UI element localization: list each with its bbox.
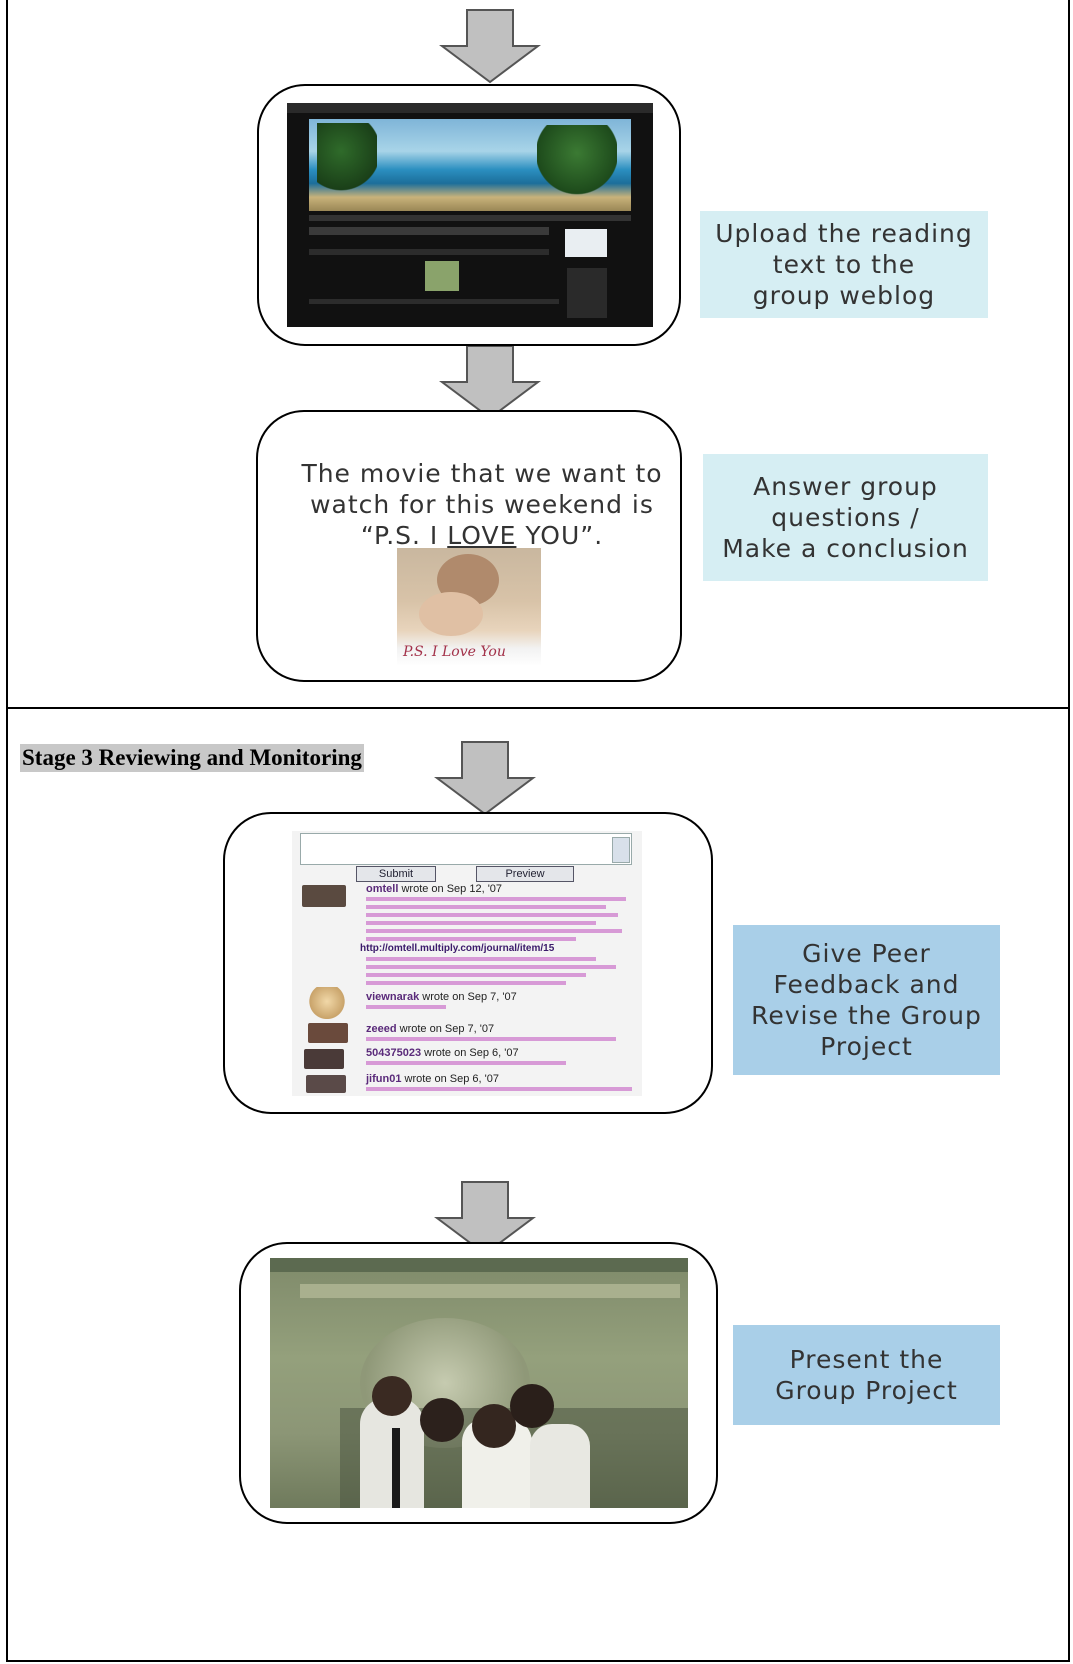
- diagram-frame: [6, 0, 1070, 1662]
- avatar: [308, 1023, 348, 1043]
- step-label-present-text: Present the Group Project: [775, 1345, 958, 1405]
- weblog-screenshot: [287, 103, 653, 327]
- down-arrow-icon: [434, 741, 536, 816]
- feedback-screenshot: Submit Preview omtell wrote on Sep 12, '…: [292, 831, 642, 1096]
- comment-header: jifun01 wrote on Sep 6, '07: [366, 1073, 499, 1085]
- movie-line-3: “P.S. I LOVE YOU”.: [360, 521, 604, 550]
- step-label-upload: Upload the reading text to the group web…: [700, 211, 988, 318]
- avatar: [304, 987, 350, 1019]
- step-label-present: Present the Group Project: [733, 1325, 1000, 1425]
- comment-header: zeeed wrote on Sep 7, '07: [366, 1023, 495, 1035]
- avatar: [306, 1075, 346, 1093]
- presentation-photo: [270, 1258, 688, 1508]
- movie-poster-image: P.S. I Love You: [397, 548, 541, 666]
- scrollbar-icon: [612, 837, 630, 863]
- comment-header: omtell wrote on Sep 12, '07: [366, 883, 503, 895]
- preview-button[interactable]: Preview: [476, 866, 574, 882]
- avatar: [302, 885, 346, 907]
- down-arrow-icon: [434, 1181, 536, 1256]
- avatar: [304, 1049, 344, 1069]
- down-arrow-icon: [439, 9, 541, 84]
- step-label-upload-text: Upload the reading text to the group web…: [715, 219, 973, 310]
- step-label-answer: Answer group questions / Make a conclusi…: [703, 454, 988, 581]
- submit-button[interactable]: Submit: [356, 866, 436, 882]
- step-label-answer-text: Answer group questions / Make a conclusi…: [722, 472, 969, 563]
- movie-line-2: watch for this weekend is: [310, 490, 654, 519]
- comment-textarea: [300, 833, 632, 865]
- step-label-feedback: Give Peer Feedback and Revise the Group …: [733, 925, 1000, 1075]
- poster-title: P.S. I Love You: [403, 644, 506, 660]
- comment-link[interactable]: http://omtell.multiply.com/journal/item/…: [360, 943, 555, 954]
- movie-conclusion-text: The movie that we want to watch for this…: [272, 458, 692, 551]
- comment-header: viewnarak wrote on Sep 7, '07: [366, 991, 517, 1003]
- comment-header: 504375023 wrote on Sep 6, '07: [366, 1047, 519, 1059]
- step-label-feedback-text: Give Peer Feedback and Revise the Group …: [751, 939, 982, 1061]
- stage-3-title: Stage 3 Reviewing and Monitoring: [20, 744, 364, 772]
- down-arrow-icon: [439, 345, 541, 420]
- section-divider: [6, 707, 1070, 709]
- movie-line-1: The movie that we want to: [301, 459, 663, 488]
